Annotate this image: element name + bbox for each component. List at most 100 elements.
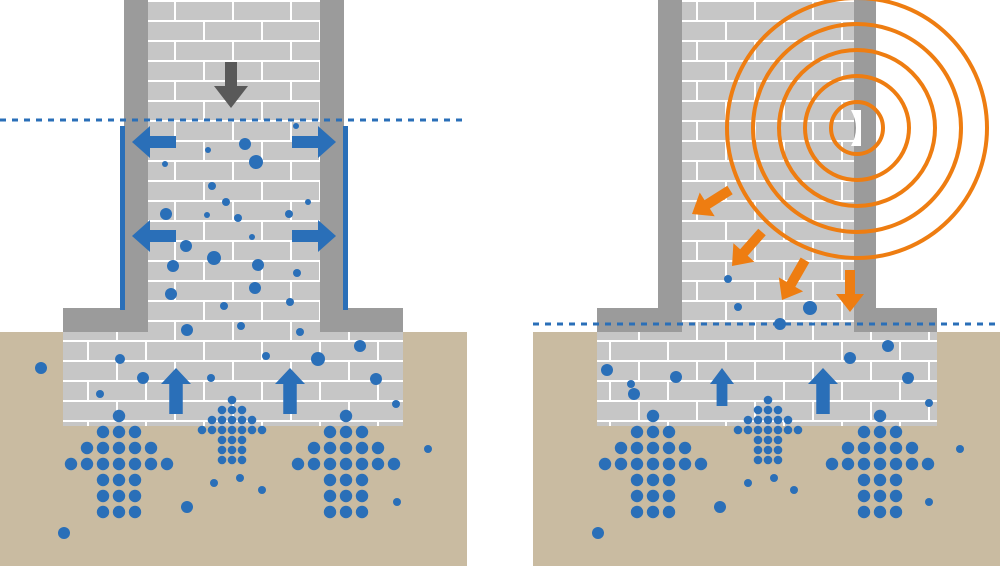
signal-arrow-icon	[778, 257, 810, 300]
moisture-up-arrow-icon	[808, 368, 838, 414]
moisture-drop	[293, 123, 299, 129]
moisture-arrows	[132, 126, 336, 414]
moisture-drop	[204, 212, 210, 218]
moisture-drop	[293, 269, 301, 277]
moisture-dot-arrow-icon	[291, 409, 401, 519]
moisture-drop	[354, 340, 366, 352]
emitter-device-icon	[851, 110, 861, 146]
moisture-up-arrow-icon	[161, 368, 191, 414]
moisture-drop	[925, 498, 933, 506]
moisture-drop	[724, 275, 732, 283]
moisture-dot-arrow-icon	[825, 409, 935, 519]
moisture-drop	[803, 301, 817, 315]
moisture-drop	[249, 155, 263, 169]
moisture-drop	[160, 208, 172, 220]
brick-wall	[682, 0, 854, 332]
moisture-drop	[592, 527, 604, 539]
moisture-drop	[882, 340, 894, 352]
membrane-left	[658, 0, 682, 310]
moisture-drop	[96, 390, 104, 398]
moisture-up-arrow-icon	[710, 368, 734, 406]
moisture-drop	[220, 302, 228, 310]
moisture-drop	[370, 373, 382, 385]
signal-ring	[777, 48, 937, 208]
moisture-drop	[58, 527, 70, 539]
signal-arrow-icon	[692, 185, 733, 217]
moisture-drop	[180, 240, 192, 252]
moisture-droplets	[35, 123, 432, 539]
waterproof-line-right	[343, 126, 348, 310]
moisture-drop	[237, 322, 245, 330]
signal-ring	[725, 0, 989, 260]
moisture-drop	[628, 388, 640, 400]
moisture-drop	[249, 282, 261, 294]
signal-arrows	[692, 185, 864, 312]
moisture-drop	[222, 198, 230, 206]
moisture-arrows	[710, 368, 838, 414]
moisture-drop	[210, 479, 218, 487]
moisture-droplets	[592, 275, 964, 539]
moisture-drop	[925, 399, 933, 407]
moisture-drop	[714, 501, 726, 513]
moisture-drop	[734, 303, 742, 311]
membrane-right	[320, 0, 344, 310]
moisture-drop	[162, 161, 168, 167]
moisture-drop	[137, 372, 149, 384]
moisture-dot-arrow-icon	[733, 395, 803, 465]
moisture-drop	[165, 288, 177, 300]
moisture-right-arrow-icon	[292, 126, 336, 158]
moisture-drop	[774, 318, 786, 330]
moisture-drop	[207, 251, 221, 265]
waterproof-line-left	[120, 126, 125, 310]
moisture-drop	[115, 354, 125, 364]
moisture-drop	[167, 260, 179, 272]
moisture-drop	[305, 199, 311, 205]
moisture-dot-arrow-icon	[197, 395, 267, 465]
moisture-drop	[844, 352, 856, 364]
moisture-drop	[670, 371, 682, 383]
moisture-drop	[181, 501, 193, 513]
moisture-drop	[790, 486, 798, 494]
moisture-drop	[208, 182, 216, 190]
moisture-drop	[252, 259, 264, 271]
moisture-drop	[236, 474, 244, 482]
right-panel	[533, 0, 1000, 566]
moisture-drop	[205, 147, 211, 153]
moisture-drop	[392, 400, 400, 408]
moisture-drop	[258, 486, 266, 494]
signal-emitter-icon	[725, 0, 989, 260]
moisture-dot-arrow-icon	[64, 409, 174, 519]
moisture-left-arrow-icon	[132, 220, 176, 252]
moisture-drop	[262, 352, 270, 360]
moisture-drop	[902, 372, 914, 384]
moisture-drop	[296, 328, 304, 336]
moisture-drop	[601, 364, 613, 376]
moisture-drop	[181, 324, 193, 336]
moisture-drop	[35, 362, 47, 374]
moisture-drop	[311, 352, 325, 366]
moisture-drop	[286, 298, 294, 306]
moisture-drop	[239, 138, 251, 150]
moisture-left-arrow-icon	[132, 126, 176, 158]
signal-ring	[751, 22, 963, 234]
moisture-drop	[956, 445, 964, 453]
pressure-arrow-down-icon	[214, 62, 248, 108]
signal-ring	[803, 74, 911, 182]
moisture-drop	[249, 234, 255, 240]
left-panel	[0, 0, 467, 566]
moisture-up-arrow-icon	[275, 368, 305, 414]
signal-ring	[829, 100, 885, 156]
moisture-right-arrow-icon	[292, 220, 336, 252]
signal-arrow-icon	[732, 228, 766, 266]
membrane-left	[124, 0, 148, 310]
moisture-drop	[234, 214, 242, 222]
signal-arrow-icon	[836, 270, 864, 312]
moisture-drop	[424, 445, 432, 453]
moisture-drop	[627, 380, 635, 388]
moisture-drop	[744, 479, 752, 487]
moisture-drop	[393, 498, 401, 506]
brick-wall	[148, 0, 320, 332]
moisture-dot-arrow-icon	[598, 409, 708, 519]
